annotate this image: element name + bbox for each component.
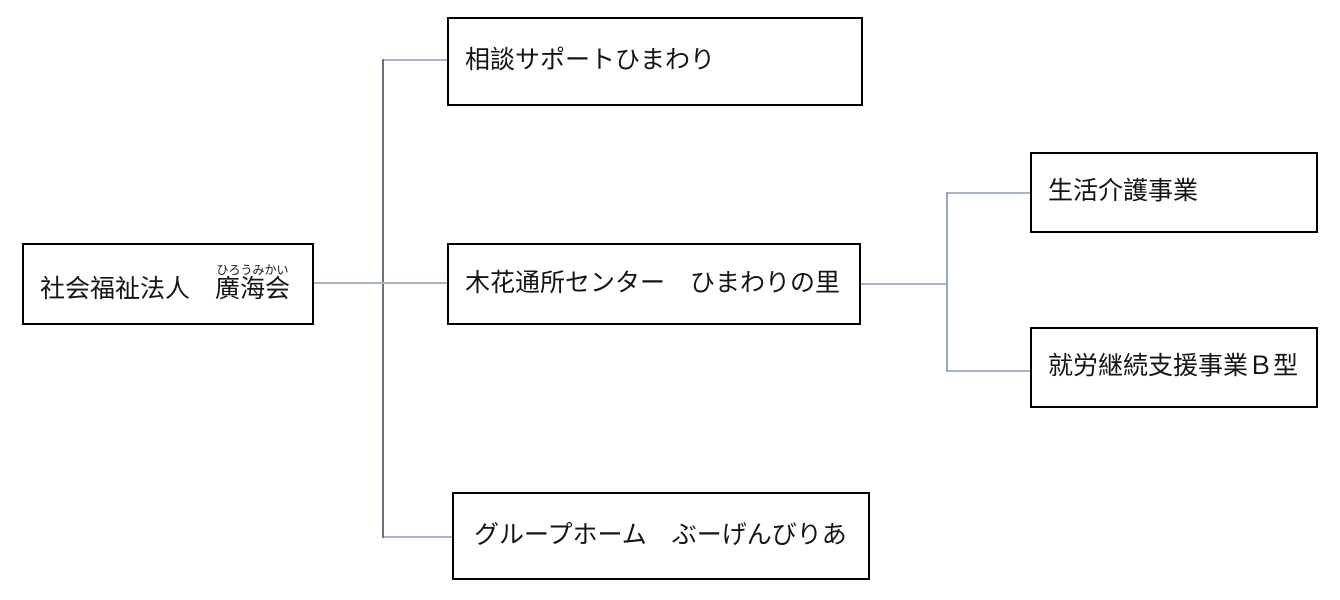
org-box-shurou-b: 就労継続支援事業Ｂ型 — [1030, 327, 1318, 408]
connector-branch-shurou-b — [948, 370, 1030, 372]
org-root-box: 社会福祉法人 廣海会ひろうみかい — [22, 243, 314, 325]
connector-root-to-tree — [314, 282, 447, 284]
org-root-prefix: 社会福祉法人 — [40, 276, 216, 304]
org-box-label: 生活介護事業 — [1048, 178, 1199, 206]
connector-branch-seikatsu — [948, 192, 1030, 194]
org-box-kibana-center: 木花通所センター ひまわりの里 — [447, 243, 861, 325]
org-box-label: グループホーム ぶーげんびりあ — [474, 521, 847, 549]
org-box-seikatsu-kaigo: 生活介護事業 — [1030, 152, 1318, 233]
connector-kibana-to-subtree — [861, 283, 947, 285]
org-root-furigana: ひろうみかい — [215, 263, 291, 278]
org-root-name: 廣海会 — [215, 276, 291, 304]
org-root-name-ruby: 廣海会ひろうみかい — [215, 263, 291, 304]
org-box-consultation-support: 相談サポートひまわり — [447, 17, 863, 106]
org-box-group-home: グループホーム ぶーげんびりあ — [452, 492, 870, 580]
org-root-label: 社会福祉法人 廣海会ひろうみかい — [40, 263, 290, 305]
connector-left-vertical — [382, 59, 384, 538]
connector-branch-group-home — [384, 536, 452, 538]
connector-branch-soudan — [384, 59, 447, 61]
org-box-label: 就労継続支援事業Ｂ型 — [1048, 353, 1299, 381]
org-box-label: 相談サポートひまわり — [465, 47, 716, 75]
connector-right-vertical — [946, 192, 948, 372]
org-box-label: 木花通所センター ひまわりの里 — [465, 269, 841, 297]
